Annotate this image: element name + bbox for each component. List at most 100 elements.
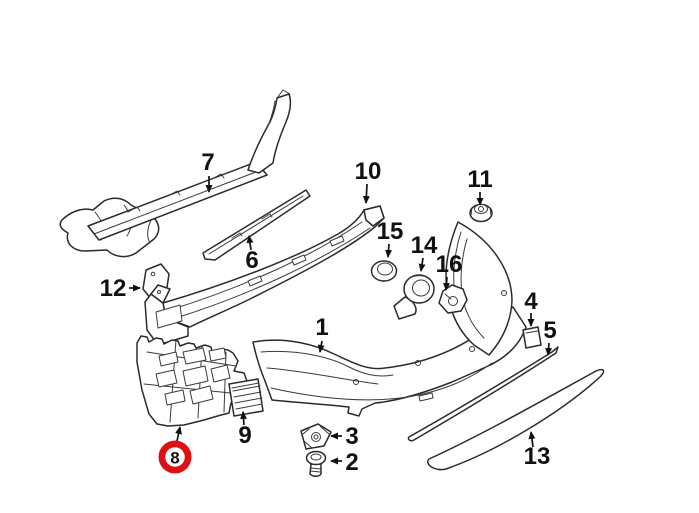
screw-drawing xyxy=(305,450,327,477)
impact-strip-end-flange xyxy=(247,93,292,174)
part-5-number: 5 xyxy=(543,317,556,344)
detail-line xyxy=(412,279,430,297)
highlight-ring-inner xyxy=(165,447,185,467)
part-5-arrow xyxy=(545,342,553,356)
sensor-ring-drawing xyxy=(370,260,398,282)
detail-line xyxy=(418,392,434,402)
detail-line xyxy=(260,350,394,377)
part-14-arrow xyxy=(418,257,426,272)
side-bracket-drawing xyxy=(136,335,248,427)
part-11-number: 11 xyxy=(467,166,492,193)
strip-body xyxy=(427,368,605,471)
bracket-opening xyxy=(155,304,183,329)
lower-trim-strip-drawing xyxy=(427,368,605,471)
sensor-holder-drawing xyxy=(438,284,468,314)
detail-line xyxy=(470,207,492,222)
detail-line xyxy=(302,425,330,449)
detail-line xyxy=(444,293,452,300)
carrier-ear xyxy=(150,284,171,304)
part-4-callout[interactable]: 4 xyxy=(524,288,538,327)
detail-line xyxy=(371,273,397,282)
nut-top xyxy=(474,204,488,214)
part-3-callout[interactable]: 3 xyxy=(330,423,359,450)
part-8-callout highlighted-callout[interactable]: 8 xyxy=(158,426,192,474)
part-14-callout[interactable]: 14 xyxy=(411,232,438,272)
hole xyxy=(313,434,319,440)
part-10-arrow xyxy=(362,183,370,204)
bumper-cover-drawing xyxy=(252,221,527,417)
ring-inner xyxy=(377,262,393,276)
detail-line xyxy=(270,362,493,401)
mesh-cell xyxy=(155,347,231,406)
part-2-number: 2 xyxy=(345,449,358,476)
part-13-arrow xyxy=(528,431,536,448)
part-6-arrow xyxy=(246,235,254,251)
bumper-cover-face xyxy=(252,306,527,417)
hole xyxy=(157,290,161,294)
support-strip-drawing xyxy=(202,189,311,261)
detail-line xyxy=(169,221,371,319)
detail-line xyxy=(93,169,262,235)
sensor-hole xyxy=(469,346,475,352)
part-15-callout[interactable]: 15 xyxy=(377,218,404,258)
part-10-number: 10 xyxy=(355,158,382,185)
detail-line xyxy=(208,195,304,255)
carrier-bar xyxy=(162,205,385,328)
part-16-arrow xyxy=(443,276,451,291)
part-8-number: 8 xyxy=(170,449,179,468)
part-16-number: 16 xyxy=(436,251,463,278)
impact-strip-drawing xyxy=(59,89,292,258)
part-8-arrow xyxy=(175,426,182,442)
hole xyxy=(478,206,484,212)
part-1-number: 1 xyxy=(315,314,328,341)
bumper-carrier-drawing xyxy=(144,205,385,346)
part-1-arrow xyxy=(317,340,325,353)
detail-line xyxy=(525,330,539,334)
part-14-number: 14 xyxy=(411,232,438,259)
part-11-callout[interactable]: 11 xyxy=(467,166,493,206)
part-4-number: 4 xyxy=(524,288,538,315)
adhesive-pad-drawing xyxy=(522,326,542,349)
grille-body xyxy=(228,378,264,417)
impact-strip-bar xyxy=(87,161,268,241)
part-7-number: 7 xyxy=(201,149,214,176)
screw-head xyxy=(305,450,327,466)
part-3-number: 3 xyxy=(345,423,358,450)
detail-line xyxy=(231,213,273,239)
sensor-hole xyxy=(415,360,421,366)
part-12-callout[interactable]: 12 xyxy=(100,275,141,302)
callouts: 1 2 3 4 5 6 7 8 xyxy=(100,149,557,476)
part-15-number: 15 xyxy=(377,218,404,245)
thread-line xyxy=(309,467,322,473)
detail-line xyxy=(127,173,225,213)
part-6-number: 6 xyxy=(245,247,258,274)
part-16-callout[interactable]: 16 xyxy=(436,251,463,291)
upper-trim-strip-drawing xyxy=(407,346,559,442)
part-12-number: 12 xyxy=(100,275,127,302)
strip-body xyxy=(407,346,559,442)
part-1-callout[interactable]: 1 xyxy=(315,314,329,353)
part-10-callout[interactable]: 10 xyxy=(355,158,382,204)
detail-line xyxy=(266,367,379,385)
part-2-callout[interactable]: 2 xyxy=(330,449,359,476)
part-13-callout[interactable]: 13 xyxy=(524,431,551,470)
grille-insert-drawing xyxy=(228,378,264,417)
detail-line xyxy=(267,89,291,127)
part-13-number: 13 xyxy=(524,443,551,470)
part-7-callout[interactable]: 7 xyxy=(201,149,215,193)
part-9-callout[interactable]: 9 xyxy=(238,411,252,449)
part-5-callout[interactable]: 5 xyxy=(543,317,557,356)
hole xyxy=(501,290,507,296)
hole xyxy=(311,432,321,442)
pad-body xyxy=(522,326,542,349)
part-9-arrow xyxy=(240,411,248,426)
carrier-end-plate xyxy=(363,205,385,227)
part-6-callout[interactable]: 6 xyxy=(245,235,259,274)
plastic-nut-drawing xyxy=(469,203,493,223)
detail-line xyxy=(407,275,424,280)
clip-nut-drawing xyxy=(300,423,332,450)
park-sensor-drawing xyxy=(393,274,435,320)
part-15-arrow xyxy=(385,243,393,258)
